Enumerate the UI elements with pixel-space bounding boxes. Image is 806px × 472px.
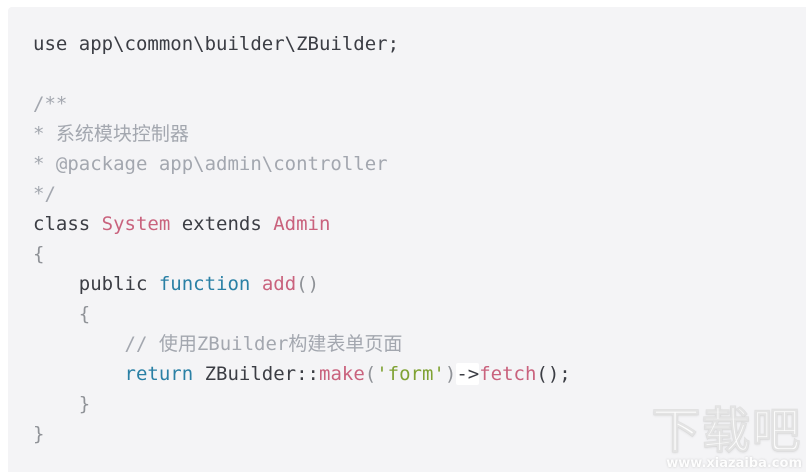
code-token-class: System [101, 213, 171, 235]
code-token-plain: (); [536, 363, 571, 385]
code-line: class System extends Admin [33, 209, 806, 239]
code-token-punct: () [296, 273, 320, 295]
code-token-plain: ZBuilder:: [193, 363, 319, 385]
code-token-class: make [319, 363, 365, 385]
code-line: } [33, 419, 806, 449]
code-content: use app\common\builder\ZBuilder; /** * 系统… [8, 7, 806, 449]
code-token-class: fetch [479, 363, 537, 385]
code-token-class: add [261, 273, 297, 295]
code-token-punct: } [33, 423, 45, 445]
code-token-comment: /** [33, 93, 68, 115]
code-token-comment: // 使用ZBuilder构建表单页面 [33, 333, 403, 355]
code-line: // 使用ZBuilder构建表单页面 [33, 329, 806, 359]
code-token-keyword: function [158, 273, 251, 295]
code-token-plain [250, 273, 261, 295]
code-token-punct: ( [364, 363, 377, 385]
code-line: return ZBuilder::make('form')->fetch(); [33, 359, 806, 389]
code-panel: use app\common\builder\ZBuilder; /** * 系统… [8, 7, 806, 472]
code-token-string: 'form' [376, 363, 445, 385]
code-token-class: Admin [273, 213, 331, 235]
code-token-comment: */ [33, 183, 56, 205]
code-line: * 系统模块控制器 [33, 119, 806, 149]
code-token-punct: ) [444, 363, 457, 385]
code-token-arrow: -> [456, 363, 480, 385]
code-token-plain: use app\common\builder\ZBuilder; [33, 33, 400, 55]
code-token-comment: * 系统模块控制器 [33, 123, 189, 145]
code-line: */ [33, 179, 806, 209]
code-token-plain: public [33, 273, 159, 295]
code-line [33, 59, 806, 89]
code-token-keyword: return [124, 363, 194, 385]
code-line: { [33, 239, 806, 269]
code-token-punct: { [33, 303, 91, 325]
code-token-comment: * @package app\admin\controller [33, 153, 388, 175]
code-line: * @package app\admin\controller [33, 149, 806, 179]
code-line: } [33, 389, 806, 419]
code-line: public function add() [33, 269, 806, 299]
code-line: /** [33, 89, 806, 119]
code-token-punct: } [33, 393, 91, 415]
code-line: { [33, 299, 806, 329]
code-token-plain [33, 363, 125, 385]
code-token-punct: { [33, 243, 45, 265]
code-line: use app\common\builder\ZBuilder; [33, 29, 806, 59]
code-token-plain: extends [170, 213, 274, 235]
code-token-plain: class [33, 213, 102, 235]
